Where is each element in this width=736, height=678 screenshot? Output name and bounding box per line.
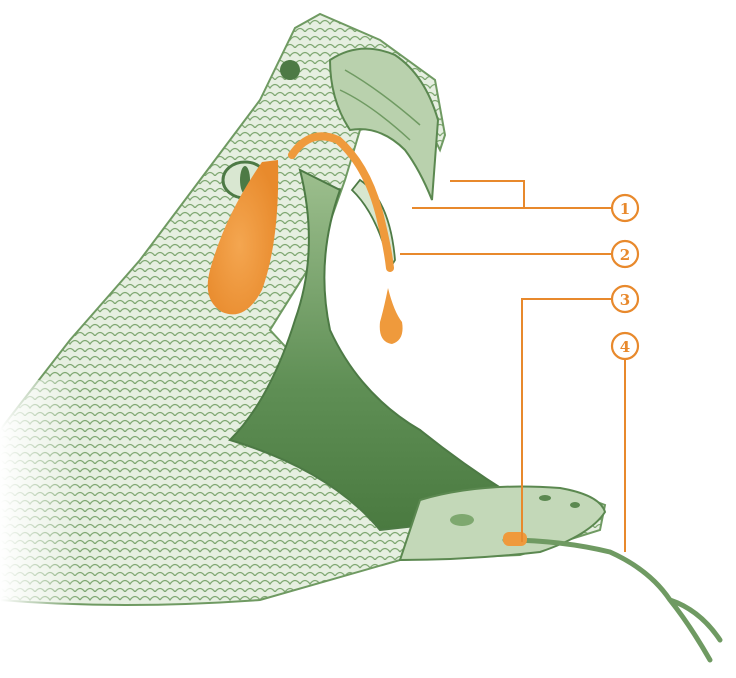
- callout-2: 2: [612, 241, 638, 267]
- callout-4: 4: [612, 333, 638, 359]
- callout-1: 1: [612, 195, 638, 221]
- venom-drop: [380, 288, 403, 344]
- svg-text:4: 4: [620, 338, 630, 356]
- callout-3: 3: [612, 286, 638, 312]
- svg-text:3: 3: [620, 291, 630, 309]
- svg-text:1: 1: [620, 200, 630, 218]
- tongue: [505, 540, 720, 660]
- nostril: [280, 60, 300, 80]
- svg-text:2: 2: [620, 246, 630, 264]
- jacobson-organ-marker: [503, 532, 527, 546]
- lower-jaw: [400, 487, 605, 561]
